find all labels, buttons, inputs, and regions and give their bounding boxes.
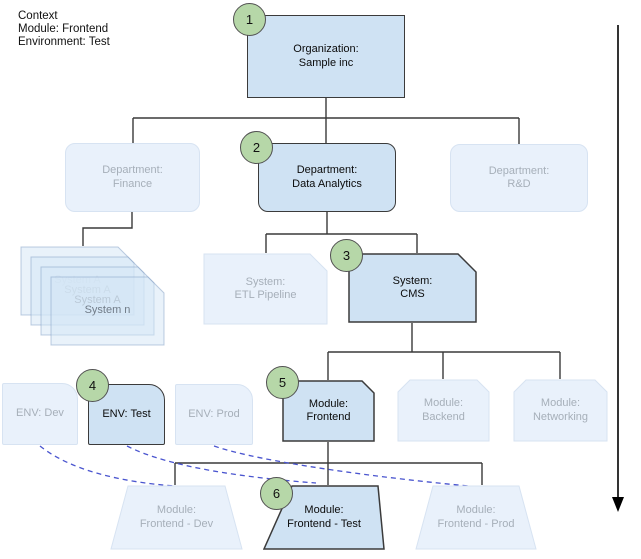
node-label: R&D xyxy=(507,178,531,190)
node-label: ENV: Test xyxy=(102,407,151,420)
node-label: Data Analytics xyxy=(292,177,362,190)
node-label: Module: xyxy=(308,397,349,410)
node-department-finance: Department: Finance xyxy=(65,143,200,212)
context-environment: Environment: Test xyxy=(18,36,110,48)
node-label: System: xyxy=(392,274,433,287)
node-deploy-frontend-prod: Module: Frontend - Prod xyxy=(415,485,537,550)
dashed-link-envtest-to-frontendtest xyxy=(126,445,317,484)
connector-org-to-departments xyxy=(132,98,520,144)
node-label: ENV: Dev xyxy=(16,407,64,420)
step-badge-2: 2 xyxy=(240,131,273,164)
node-module-networking: Module: Networking xyxy=(513,379,608,442)
node-label: Module: xyxy=(456,504,496,516)
step-badge-4: 4 xyxy=(76,369,109,402)
node-label: Frontend xyxy=(306,411,351,423)
node-label: Module: xyxy=(156,504,197,516)
step-badge-1: 1 xyxy=(233,3,266,36)
node-label: CMS xyxy=(400,288,425,300)
node-label: System n xyxy=(84,304,131,317)
node-system-stack-card-n: System n xyxy=(50,276,165,346)
node-label: Sample inc xyxy=(298,56,354,69)
node-label: System: xyxy=(245,275,286,288)
node-label: Frontend - Test xyxy=(287,517,361,530)
node-label: Frontend - Dev xyxy=(139,517,214,530)
node-label: Department: xyxy=(102,164,163,176)
node-label: Networking xyxy=(532,410,589,423)
context-module: Module: Frontend xyxy=(18,23,109,35)
node-label: Frontend - Prod xyxy=(437,517,515,530)
node-label: Module: xyxy=(304,504,344,516)
node-label: Module: xyxy=(540,397,581,409)
step-badge-5: 5 xyxy=(266,366,299,399)
node-label: ENV: Prod xyxy=(188,407,240,420)
node-label: Module: xyxy=(423,397,464,409)
node-deploy-frontend-dev: Module: Frontend - Dev xyxy=(110,485,243,550)
node-label: Finance xyxy=(112,177,153,190)
node-module-backend: Module: Backend xyxy=(397,379,490,442)
context-title: Context xyxy=(18,10,58,22)
step-badge-6: 6 xyxy=(260,477,293,510)
node-label: Organization: xyxy=(293,43,359,55)
node-deploy-frontend-test: Module: Frontend - Test xyxy=(263,485,385,550)
node-env-dev: ENV: Dev xyxy=(2,383,78,445)
step-badge-3: 3 xyxy=(330,239,363,272)
dashed-link-envdev-to-frontenddev xyxy=(39,445,176,487)
node-label: Backend xyxy=(422,410,465,423)
node-label: ETL Pipeline xyxy=(234,289,297,301)
connector-frontend-to-deployments xyxy=(174,442,483,485)
node-env-prod: ENV: Prod xyxy=(175,384,253,445)
node-organization: Organization: Sample inc xyxy=(247,15,405,98)
connector-finance-to-system-stack xyxy=(82,212,133,246)
node-department-rd: Department: R&D xyxy=(450,144,588,212)
context-note: Context Module: Frontend Environment: Te… xyxy=(18,10,110,49)
node-label: Department: xyxy=(296,164,358,176)
vertical-flow-arrow xyxy=(612,25,624,512)
node-system-etl-pipeline: System: ETL Pipeline xyxy=(203,253,328,325)
dashed-link-envprod-to-frontendprod xyxy=(213,445,480,488)
connector-cms-to-modules xyxy=(327,323,561,380)
node-label: Department: xyxy=(488,164,550,177)
connector-dataanalytics-to-systems xyxy=(265,212,418,253)
node-system-cms: System: CMS xyxy=(348,253,477,323)
node-department-data-analytics: Department: Data Analytics xyxy=(258,143,396,212)
